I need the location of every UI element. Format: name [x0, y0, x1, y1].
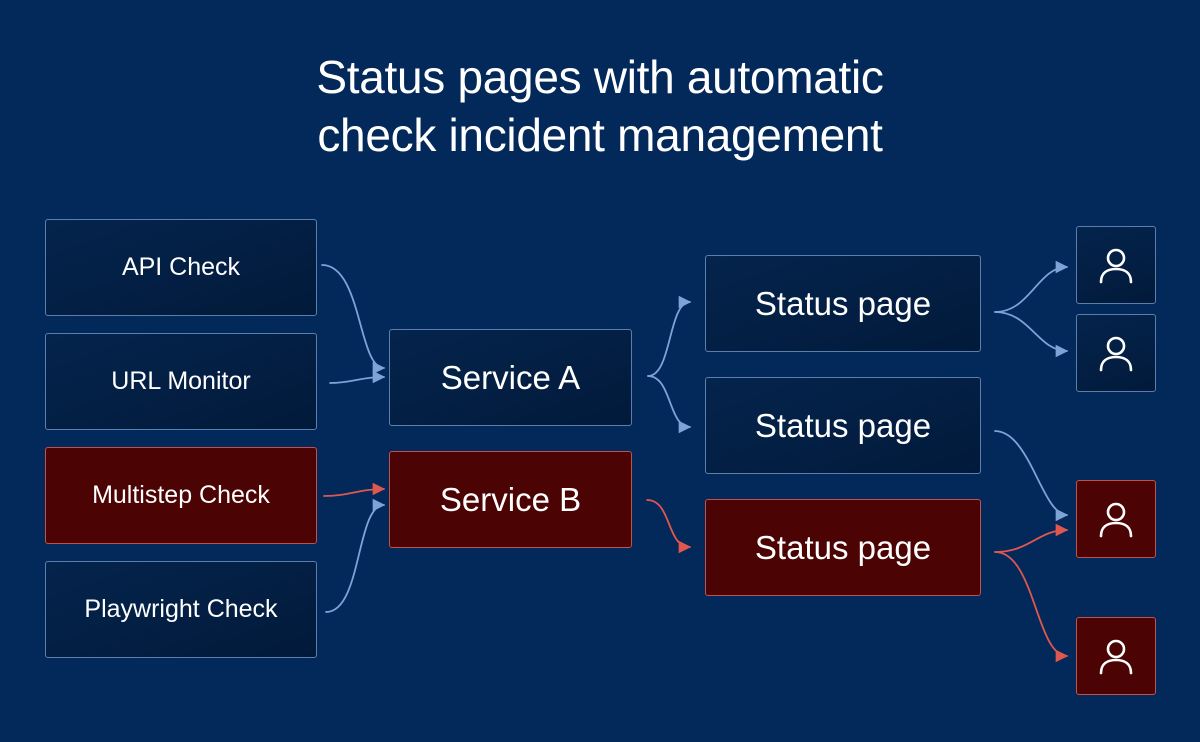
user-icon: [1099, 336, 1133, 372]
service-b-label: Service B: [439, 480, 582, 518]
multistep-check-node: Multistep Check: [45, 447, 317, 544]
arrow-page-3-to-user-4: [994, 551, 1069, 663]
status-page-node-3: Status page: [705, 499, 981, 596]
arrow-page-3-to-user-3: [994, 523, 1069, 553]
status-page-label-3: Status page: [754, 528, 932, 566]
status-page-node-2: Status page: [705, 377, 981, 474]
url-monitor-node: URL Monitor: [45, 333, 317, 430]
arrow-page-1-to-user-1: [994, 260, 1069, 313]
status-page-label-2: Status page: [754, 406, 932, 444]
service-b-node: Service B: [389, 451, 632, 548]
subscriber-node-4: [1076, 617, 1156, 695]
arrow-page-2-to-user-3: [994, 430, 1069, 522]
service-a-label: Service A: [440, 358, 581, 396]
status-page-label-1: Status page: [754, 284, 932, 322]
diagram-title: Status pages with automatic check incide…: [0, 48, 1200, 164]
arrow-url-monitor-to-service-a: [329, 370, 386, 384]
subscriber-node-1: [1076, 226, 1156, 304]
multistep-check-label: Multistep Check: [92, 481, 270, 509]
playwright-check-node: Playwright Check: [45, 561, 317, 658]
api-check-label: API Check: [121, 253, 241, 281]
title-line-1: Status pages with automatic: [316, 51, 884, 103]
status-page-node-1: Status page: [705, 255, 981, 352]
arrow-page-1-to-user-2: [994, 311, 1069, 358]
arrow-multistep-to-service-b: [323, 482, 386, 497]
user-icon: [1099, 248, 1133, 284]
user-icon: [1099, 502, 1133, 538]
service-a-node: Service A: [389, 329, 632, 426]
arrow-api-check-to-service-a: [321, 264, 386, 375]
arrow-playwright-to-service-b: [325, 498, 386, 613]
arrow-service-a-to-page-1: [647, 295, 692, 377]
arrow-service-a-to-page-2: [647, 375, 692, 434]
user-icon: [1099, 639, 1133, 675]
arrow-service-b-to-page-3: [646, 499, 692, 554]
subscriber-node-3: [1076, 480, 1156, 558]
subscriber-node-2: [1076, 314, 1156, 392]
title-line-2: check incident management: [317, 109, 883, 161]
url-monitor-label: URL Monitor: [111, 367, 251, 395]
playwright-check-label: Playwright Check: [84, 595, 278, 623]
api-check-node: API Check: [45, 219, 317, 316]
